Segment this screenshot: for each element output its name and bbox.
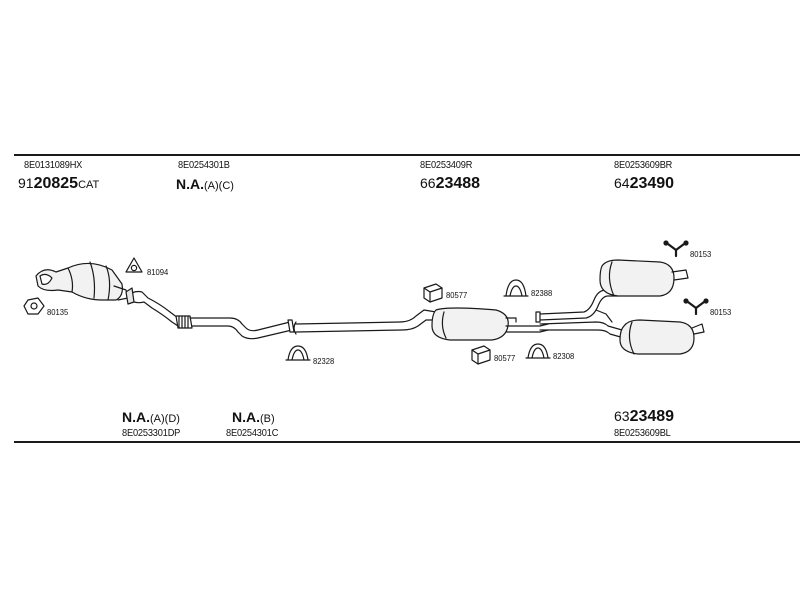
clamp-icon — [525, 343, 551, 359]
part-code: 8E0253301DP — [122, 427, 181, 439]
part-code: 8E0253609BL — [614, 427, 671, 439]
na-text: N.A. — [176, 176, 204, 192]
na-variant: (B) — [260, 413, 275, 425]
part-tag: 80135 — [47, 307, 69, 317]
mount-icon — [471, 345, 491, 365]
part-number: 6323489 — [614, 409, 674, 425]
part-tag: 82328 — [313, 356, 335, 366]
part-tag: 82388 — [531, 288, 553, 298]
part-tag: 80153 — [690, 249, 712, 259]
hanger-icon — [663, 240, 689, 258]
part-number: 6423490 — [614, 176, 674, 192]
rear-muffler-lower — [619, 319, 705, 355]
top-divider — [14, 154, 800, 156]
part-number-prefix: 63 — [614, 408, 630, 424]
part-code: 8E0253609BR — [614, 159, 673, 171]
na-text: N.A. — [122, 409, 150, 425]
na-variant: (A)(C) — [204, 180, 234, 192]
part-tag: 80577 — [446, 290, 468, 300]
na-label: N.A.(B) — [232, 410, 275, 425]
part-code: 8E0131089HX — [24, 159, 83, 171]
center-muffler — [431, 307, 549, 341]
gasket-icon — [125, 257, 143, 273]
clamp-icon — [285, 345, 311, 361]
part-number-prefix: 64 — [614, 175, 630, 191]
rear-muffler-upper — [599, 259, 689, 297]
part-number-main: 23490 — [629, 175, 675, 192]
intermediate-pipe — [189, 317, 295, 340]
part-number-suffix: CAT — [78, 179, 100, 191]
na-label: N.A.(A)(C) — [176, 177, 234, 192]
mount-icon — [423, 283, 443, 303]
bottom-divider — [14, 441, 800, 443]
part-tag: 80577 — [494, 353, 516, 363]
front-pipe — [125, 287, 193, 329]
upper-branch-pipe — [535, 289, 619, 323]
part-tag: 82308 — [553, 351, 575, 361]
center-pipe — [293, 309, 439, 335]
part-number-main: 20825 — [33, 175, 79, 192]
part-number-main: 23489 — [629, 408, 675, 425]
catalytic-converter — [35, 261, 129, 301]
part-code: 8E0253409R — [420, 159, 473, 171]
na-text: N.A. — [232, 409, 260, 425]
part-tag: 80153 — [710, 307, 732, 317]
lower-branch-pipe — [539, 309, 625, 339]
clamp-icon — [503, 279, 529, 297]
part-number-prefix: 66 — [420, 175, 436, 191]
part-number-main: 23488 — [435, 175, 481, 192]
part-code: 8E0254301B — [178, 159, 230, 171]
part-code: 8E0254301C — [226, 427, 279, 439]
part-tag: 81094 — [147, 267, 169, 277]
na-variant: (A)(D) — [150, 413, 180, 425]
gasket-icon — [23, 297, 45, 315]
part-number: 6623488 — [420, 176, 480, 192]
hanger-icon — [683, 298, 709, 316]
part-number: 9120825CAT — [18, 176, 99, 192]
na-label: N.A.(A)(D) — [122, 410, 180, 425]
part-number-prefix: 91 — [18, 175, 34, 191]
